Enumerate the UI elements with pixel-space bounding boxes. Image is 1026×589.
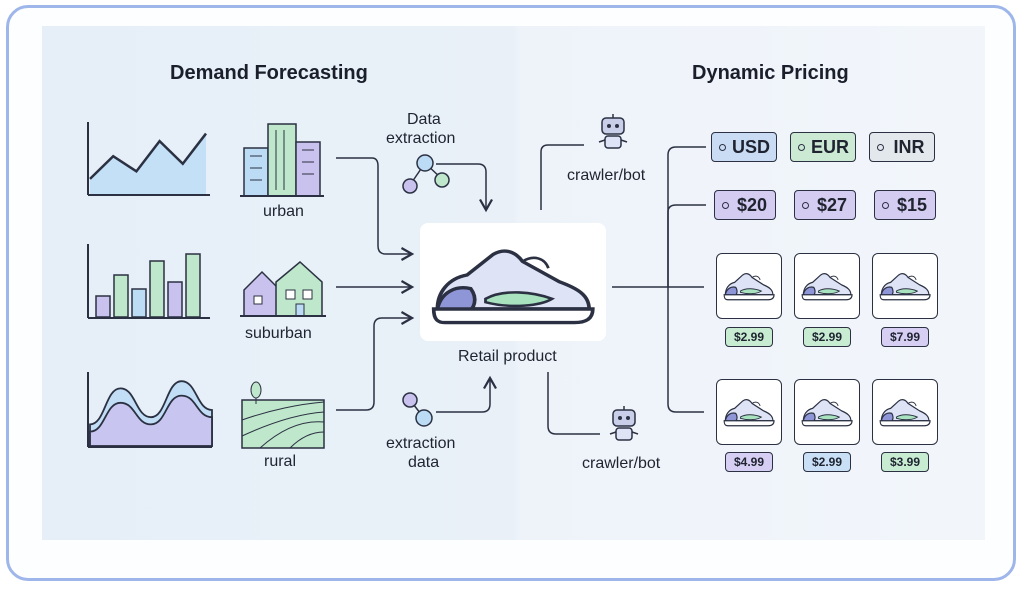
flow-arrows-right [540,144,706,435]
flow-arrows-left [336,157,497,413]
sneaker-icon [879,399,931,427]
price-tag-2: $27 [794,190,856,220]
right-title: Dynamic Pricing [692,62,849,84]
product-card-r1-1 [716,253,782,319]
robot-icon-bottom [609,405,639,441]
tag-label: USD [731,136,770,157]
currency-tag-eur: EUR [790,132,856,162]
rural-field-icon [241,381,325,449]
sneaker-icon [723,399,775,427]
product-card-r2-1 [716,379,782,445]
tag-hole-icon [722,201,729,209]
label-urban: urban [263,203,304,220]
chart1-area [90,133,206,194]
urban-buildings-icon [240,123,324,197]
sneaker-icon [879,273,931,301]
price-tag-3: $15 [874,190,936,220]
price-badge-r1-1: $2.99 [725,327,773,347]
tag-label: $27 [816,194,848,215]
label-data-2: data [408,454,440,471]
data-extraction-nodes-icon [402,154,450,194]
label-data: Data [407,111,441,128]
sneaker-icon [723,273,775,301]
suburban-houses-icon [240,261,326,317]
chart3-wave-2 [89,394,213,447]
tag-hole-icon [877,143,884,151]
price-badge-r2-2: $2.99 [803,452,851,472]
label-retail-product: Retail product [458,348,557,365]
chart2-bar-3 [131,288,147,318]
currency-tag-inr: INR [869,132,935,162]
price-badge-r1-2: $2.99 [803,327,851,347]
tag-label: INR [893,136,925,157]
product-card-r1-3 [872,253,938,319]
price-badge-r2-1: $4.99 [725,452,773,472]
chart2-bar-4 [149,260,165,318]
chart2-bar-1 [95,295,111,318]
tag-label: $15 [896,194,928,215]
chart2-bar-2 [113,274,129,318]
tag-hole-icon [719,143,726,151]
label-suburban: suburban [245,325,312,342]
price-badge-r2-3: $3.99 [881,452,929,472]
chart1-line [89,132,207,180]
robot-icon-top [598,113,628,149]
extraction-data-nodes-icon [402,392,433,427]
tag-hole-icon [882,201,889,209]
tag-hole-icon [802,201,809,209]
price-badge-r1-3: $7.99 [881,327,929,347]
tag-label: $20 [736,194,768,215]
product-card-r2-2 [794,379,860,445]
tag-hole-icon [798,143,805,151]
label-crawler-bottom: crawler/bot [582,455,661,472]
chart2-bar-5 [167,281,183,318]
line-area-chart [87,122,210,196]
label-rural: rural [264,453,297,470]
label-extraction: extraction [386,130,456,147]
bar-chart [87,244,210,319]
sneaker-icon [801,273,853,301]
tag-label: EUR [810,136,849,157]
retail-product-card [420,223,606,341]
product-card-r1-2 [794,253,860,319]
label-extraction-2: extraction [386,435,456,452]
product-card-r2-3 [872,379,938,445]
currency-tag-usd: USD [711,132,777,162]
chart2-bar-6 [185,253,201,318]
label-crawler-top: crawler/bot [567,167,646,184]
sneaker-icon [801,399,853,427]
left-title: Demand Forecasting [170,62,368,84]
wave-chart [87,372,213,448]
price-tag-1: $20 [714,190,776,220]
sneaker-icon [431,249,595,325]
